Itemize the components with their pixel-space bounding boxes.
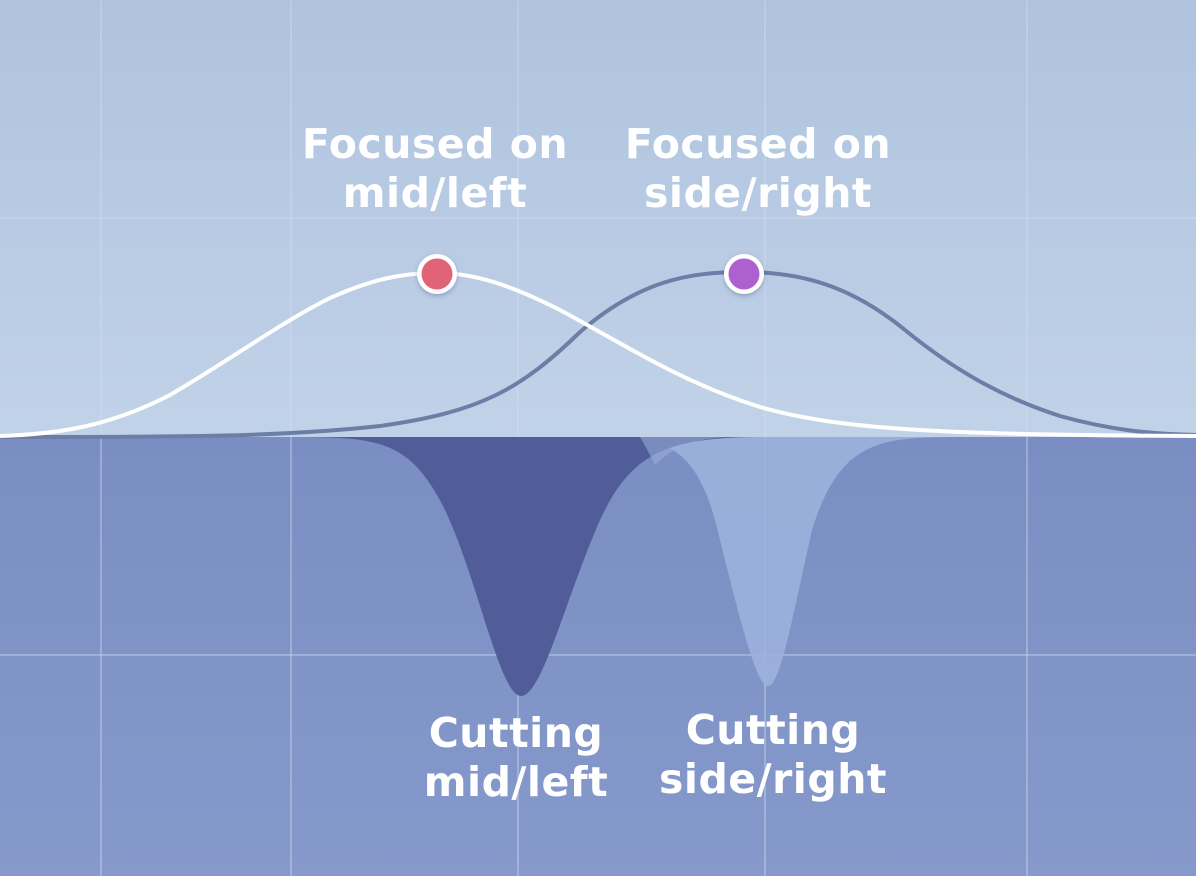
label-cutting-mid-left: Cutting mid/left (346, 709, 686, 807)
side-cut-fill (560, 436, 960, 686)
label-line: Focused on (301, 120, 569, 168)
side-node-center (728, 258, 760, 290)
label-line: mid/left (342, 169, 528, 217)
label-line: Cutting (685, 706, 861, 754)
label-focused-side-right: Focused on side/right (588, 120, 928, 218)
label-cutting-side-right: Cutting side/right (603, 706, 943, 804)
side-node[interactable] (724, 254, 764, 294)
mid-cut-fill (292, 437, 760, 696)
mid-boost-curve (0, 270, 1196, 438)
side-boost-curve (0, 269, 1196, 439)
mid-node[interactable] (417, 254, 457, 294)
label-line: side/right (644, 169, 872, 217)
label-line: Cutting (428, 709, 604, 757)
label-line: side/right (659, 755, 887, 803)
mid-node-center (421, 258, 453, 290)
label-line: mid/left (423, 758, 609, 806)
label-focused-mid-left: Focused on mid/left (265, 120, 605, 218)
label-line: Focused on (624, 120, 892, 168)
side-cut-overlap (640, 437, 735, 465)
